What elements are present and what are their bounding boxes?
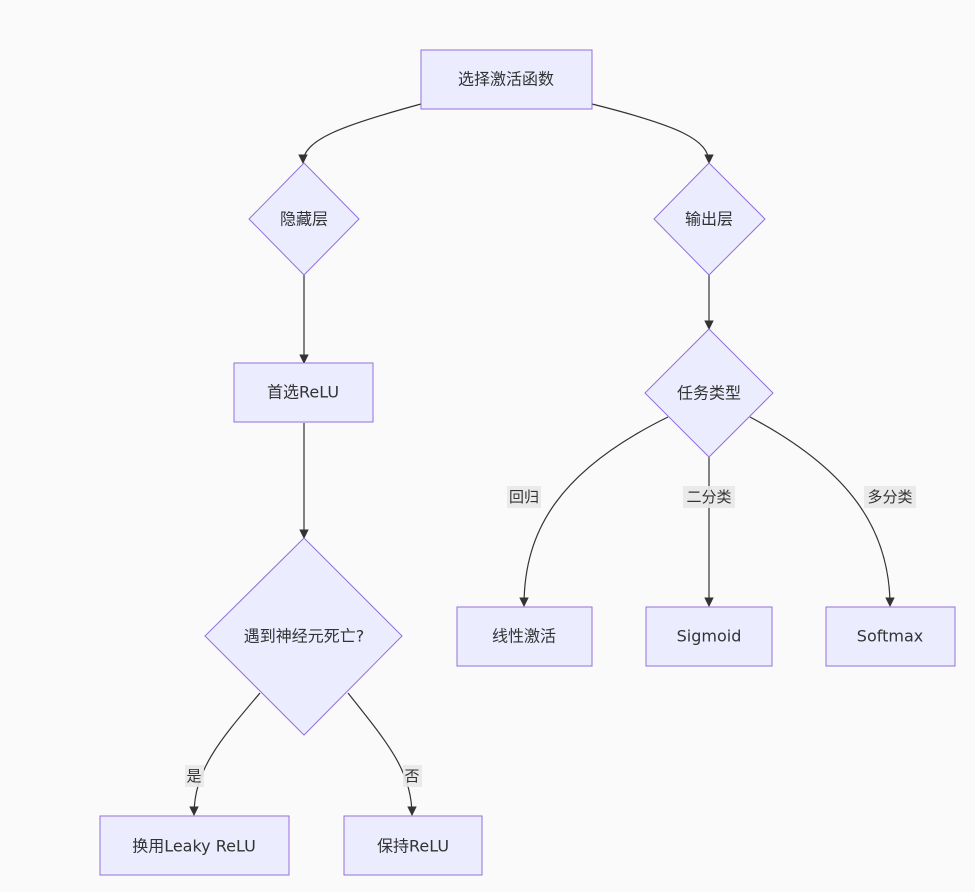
node-hidden-layer[interactable]: 隐藏层 [248,162,360,276]
svg-text:选择激活函数: 选择激活函数 [458,70,554,89]
svg-text:多分类: 多分类 [867,488,912,506]
edge-task-softmax [749,416,895,607]
svg-text:任务类型: 任务类型 [677,384,741,403]
svg-text:否: 否 [404,767,419,785]
node-dead-neuron[interactable]: 遇到神经元死亡? [204,537,403,736]
node-use-leaky-relu[interactable]: 换用Leaky ReLU [99,815,290,876]
svg-text:Softmax: Softmax [857,627,923,646]
node-keep-relu[interactable]: 保持ReLU [343,815,483,876]
node-linear[interactable]: 线性激活 [456,606,593,667]
edge-dead-keep [347,692,417,816]
node-task-type[interactable]: 任务类型 [644,328,774,458]
node-prefer-relu[interactable]: 首选ReLU [233,362,374,423]
node-softmax[interactable]: Softmax [825,606,956,667]
nodes: 选择激活函数 隐藏层 输出层 首选ReLU 遇到神经元死亡? 换用Leaky R… [99,49,956,876]
edge-root-hidden [298,103,422,164]
edge-label-yes: 是 [185,765,204,787]
svg-text:输出层: 输出层 [685,210,733,229]
edge-label-no: 否 [403,765,422,787]
svg-text:首选ReLU: 首选ReLU [267,383,339,402]
svg-text:线性激活: 线性激活 [492,627,556,646]
edge-dead-leaky [189,692,261,816]
svg-text:遇到神经元死亡?: 遇到神经元死亡? [244,627,365,646]
node-output-layer[interactable]: 输出层 [653,162,766,276]
edges [189,103,895,816]
svg-text:二分类: 二分类 [686,488,731,506]
edge-labels: 是 否 回归 二分类 多分类 [185,486,916,787]
edge-label-multiclass: 多分类 [864,486,916,508]
edge-task-linear [519,416,669,607]
edge-label-regression: 回归 [507,486,541,508]
node-root[interactable]: 选择激活函数 [420,49,593,110]
edge-root-output [591,103,714,164]
svg-text:Sigmoid: Sigmoid [677,627,742,646]
svg-text:回归: 回归 [509,488,539,506]
svg-text:是: 是 [186,767,201,785]
node-sigmoid[interactable]: Sigmoid [645,606,773,667]
svg-text:换用Leaky ReLU: 换用Leaky ReLU [132,837,256,856]
svg-text:隐藏层: 隐藏层 [280,210,328,229]
svg-text:保持ReLU: 保持ReLU [377,837,449,856]
edge-label-binary: 二分类 [683,486,735,508]
